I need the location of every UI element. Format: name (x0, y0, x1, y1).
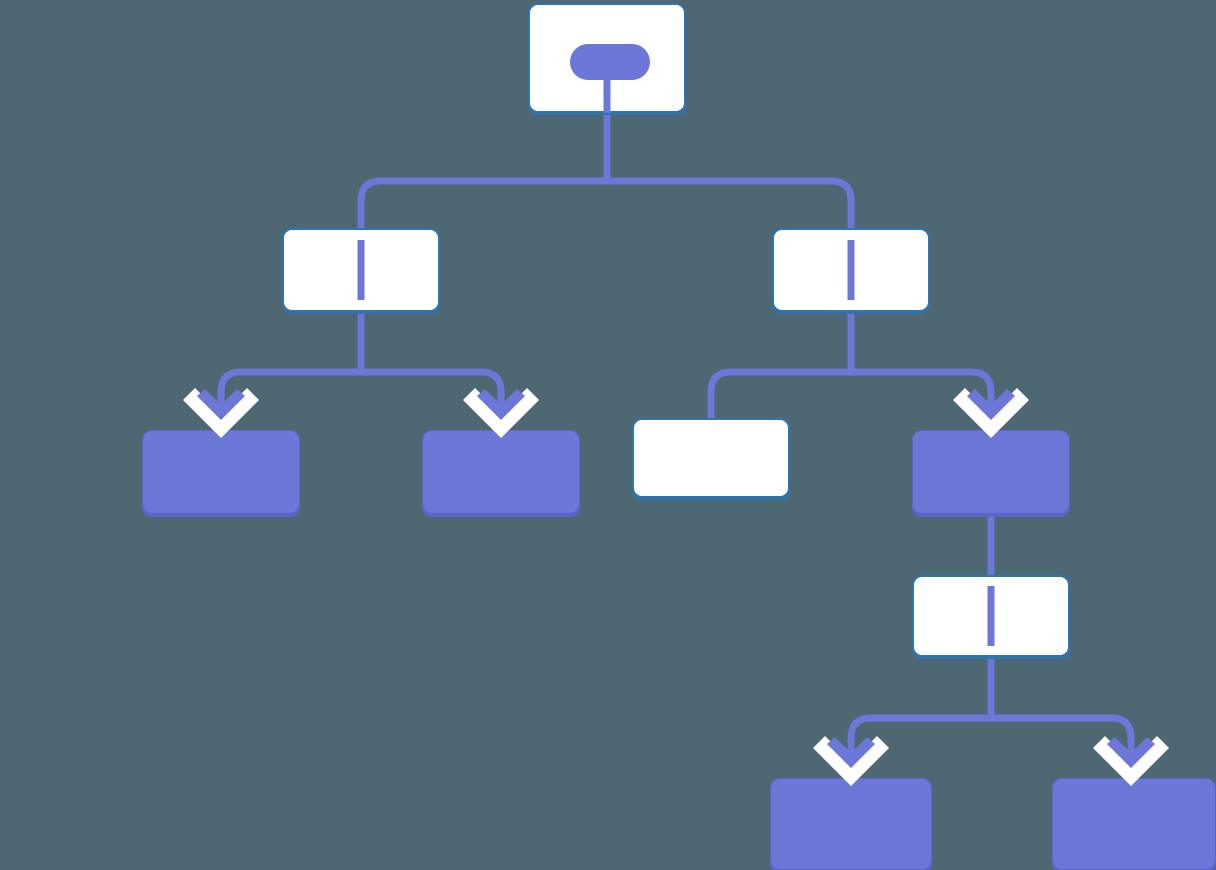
node-level2-b[interactable] (422, 430, 580, 514)
node-level4-left[interactable] (770, 778, 932, 870)
node-level1-right[interactable] (772, 228, 930, 312)
node-level3[interactable] (912, 575, 1070, 657)
node-level2-d[interactable] (912, 430, 1070, 514)
node-level2-a[interactable] (142, 430, 300, 514)
node-level1-left[interactable] (282, 228, 440, 312)
node-level2-c[interactable] (632, 418, 790, 498)
node-root[interactable] (528, 3, 686, 113)
node-level4-right[interactable] (1052, 778, 1216, 870)
root-badge-icon (570, 44, 650, 80)
